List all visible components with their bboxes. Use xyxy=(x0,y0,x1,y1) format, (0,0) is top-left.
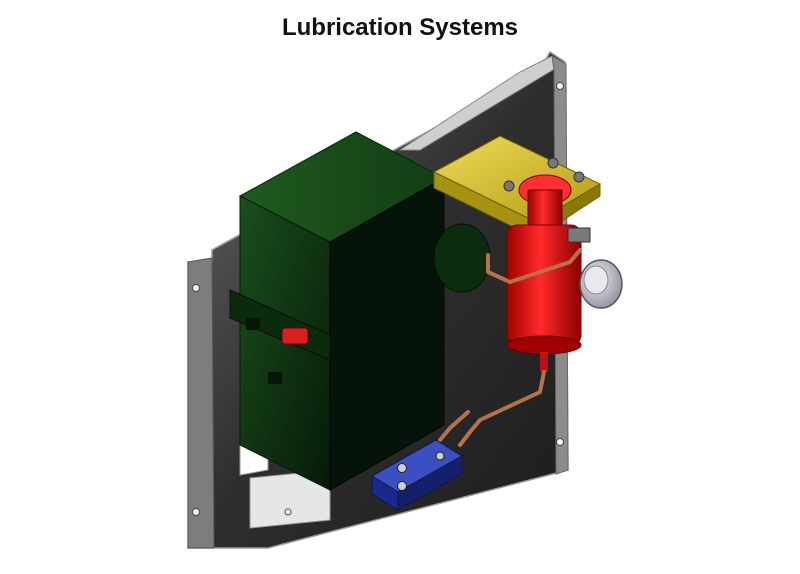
copper-tubing xyxy=(438,248,582,447)
valve-block xyxy=(371,439,463,511)
pressure-gauge xyxy=(567,227,623,309)
oil-filter xyxy=(506,174,582,372)
reservoir-pump-unit xyxy=(229,131,491,491)
page-title: Lubrication Systems xyxy=(281,14,519,41)
